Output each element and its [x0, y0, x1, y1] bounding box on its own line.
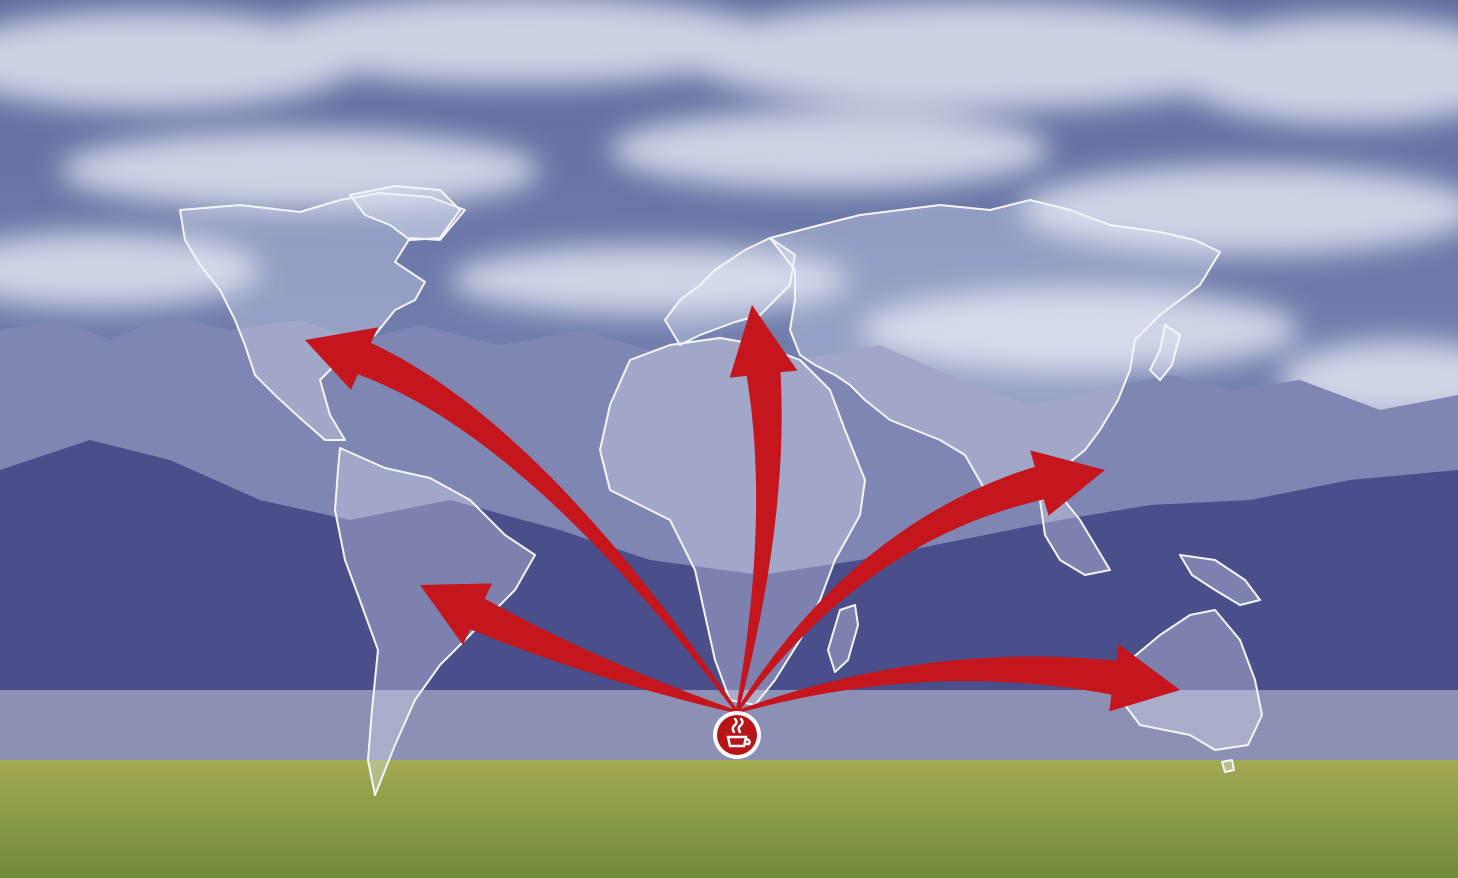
world-map — [179, 185, 1263, 796]
arrow-to-north-america — [305, 327, 739, 713]
clouds — [0, 0, 1458, 420]
arrow-to-europe — [729, 305, 798, 713]
arrow-to-australia — [736, 644, 1180, 714]
continent-asia — [769, 199, 1221, 501]
continent-new-guinea — [1179, 554, 1261, 606]
coffee-cup-icon — [726, 717, 751, 748]
continent-tasmania — [1221, 759, 1235, 773]
continent-japan — [1149, 324, 1181, 381]
continent-madagascar — [827, 604, 859, 673]
continent-south-america — [334, 447, 536, 796]
continent-africa — [599, 337, 866, 706]
continent-europe — [664, 237, 796, 346]
origin-logo — [713, 711, 761, 759]
arrow-to-south-america — [420, 583, 738, 714]
continent-southeast-asia-islands — [1039, 494, 1111, 576]
mountains-near — [0, 440, 1458, 700]
grass-field — [0, 760, 1458, 878]
continent-greenland — [349, 185, 461, 241]
export-arrows — [305, 305, 1180, 714]
arrow-to-asia — [735, 450, 1105, 713]
continent-australia — [1124, 609, 1263, 751]
